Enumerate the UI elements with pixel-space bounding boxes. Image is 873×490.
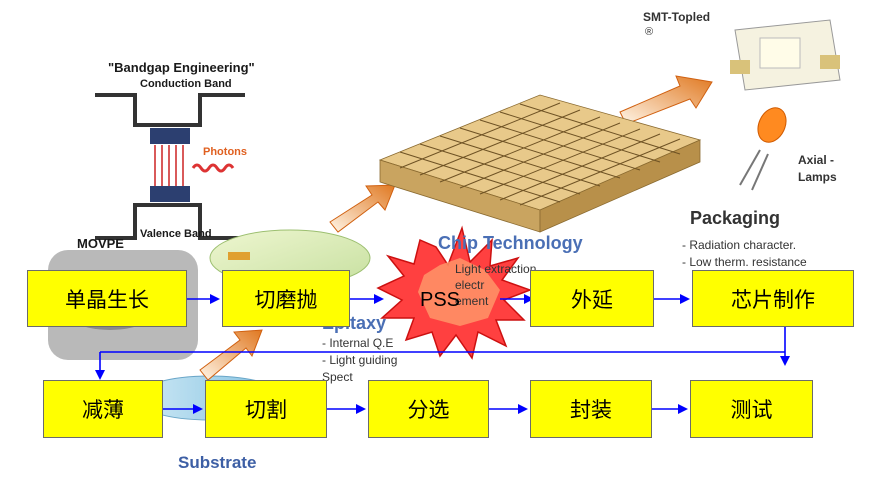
step-sorting: 分选 [368,380,489,438]
packaging-line-1: - Radiation character. [682,238,797,252]
conduction-band-label: Conduction Band [140,78,232,90]
step-dicing: 切割 [205,380,327,438]
packaging-line-2: - Low therm. resistance [682,255,807,269]
smt-package [730,19,841,91]
bandgap-diagram [95,93,245,240]
chip-line-1: Light extraction [455,262,537,276]
epitaxy-line-3: Spect [322,370,353,384]
step-testing: 测试 [690,380,813,438]
step-cut-grind-polish: 切磨抛 [222,270,350,327]
movpe-label: MOVPE [77,236,124,251]
axial-lamp [739,107,787,191]
smt-topled-label: SMT-Topled [643,10,711,24]
axial-label-1: Axial - [798,153,835,167]
axial-label-2: Lamps [798,170,837,184]
arrow-to-chip [329,184,396,233]
smt-reg-mark: ® [645,26,654,38]
chip-technology-title: Chip Technology [438,233,583,253]
epitaxy-line-1: - Internal Q.E [322,336,394,350]
photons-label: Photons [203,146,247,158]
flow-arrows [95,294,790,414]
step-packaging: 封装 [530,380,652,438]
chip-array [378,94,702,233]
step-epitaxy: 外延 [530,270,654,327]
substrate-label: Substrate [178,453,257,472]
step-single-crystal-growth: 单晶生长 [27,270,187,327]
chip-line-2: electr [455,278,485,292]
chip-line-3: ement [455,294,489,308]
bandgap-title: "Bandgap Engineering" [108,60,255,75]
step-chip-fabrication: 芯片制作 [692,270,854,327]
step-pss: PSS [420,289,461,311]
arrow-to-package [619,75,713,125]
arrow-from-substrate [199,329,263,381]
chip-grid-lines [399,102,681,206]
valence-band-label: Valence Band [140,228,212,240]
epitaxy-line-2: - Light guiding [322,353,398,367]
step-thinning: 减薄 [43,380,163,438]
packaging-title: Packaging [690,208,781,228]
